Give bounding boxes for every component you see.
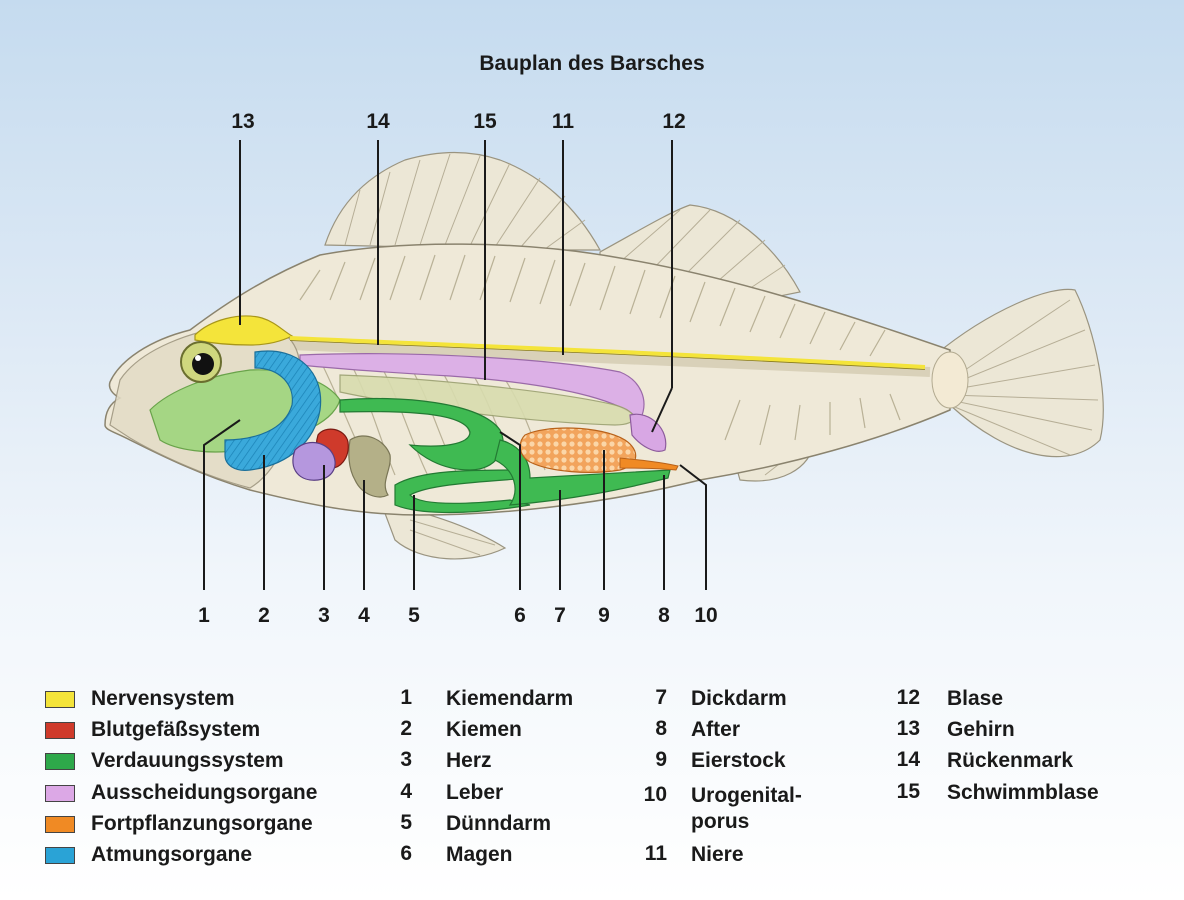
part-label: Gehirn bbox=[947, 718, 1015, 741]
part-num: 8 bbox=[655, 717, 667, 740]
part-label-continued: porus bbox=[691, 810, 750, 833]
callout-14: 14 bbox=[366, 110, 390, 133]
part-label: Urogenital- bbox=[691, 784, 802, 807]
heart-ventricle bbox=[292, 441, 336, 481]
part-label: Eierstock bbox=[691, 749, 786, 772]
liver bbox=[348, 435, 391, 498]
callout-9: 9 bbox=[598, 604, 610, 627]
part-label: Kiemendarm bbox=[446, 687, 574, 710]
part-label: Herz bbox=[446, 749, 492, 772]
oviduct bbox=[619, 457, 679, 471]
part-label: Magen bbox=[446, 843, 513, 866]
part-label: Schwimmblase bbox=[947, 781, 1099, 804]
part-num: 3 bbox=[400, 748, 412, 771]
ovary bbox=[519, 427, 637, 473]
swatch-ausscheidungsorgane bbox=[45, 784, 75, 802]
large-intestine bbox=[494, 439, 671, 506]
legend-label: Ausscheidungsorgane bbox=[91, 781, 318, 804]
part-label: After bbox=[691, 718, 741, 741]
part-label: Rückenmark bbox=[947, 749, 1074, 772]
legend-label: Fortpflanzungsorgane bbox=[91, 812, 313, 835]
perch-anatomy-diagram: 13 14 15 11 12 1 2 3 4 5 6 7 9 8 10 bbox=[104, 110, 1104, 627]
swatch-verdauungssystem bbox=[45, 752, 75, 770]
legend-item-nervensystem: Nervensystem bbox=[45, 685, 235, 713]
part-label: Dünndarm bbox=[446, 812, 551, 835]
spinal-cord bbox=[289, 336, 926, 369]
callout-10: 10 bbox=[694, 604, 717, 627]
part-num: 9 bbox=[655, 748, 667, 771]
legend-item-ausscheidungsorgane: Ausscheidungsorgane bbox=[45, 779, 317, 807]
legend-item-atmungsorgane: Atmungsorgane bbox=[45, 841, 252, 869]
part-num: 5 bbox=[400, 811, 412, 834]
part-num: 1 bbox=[400, 686, 412, 709]
part-num: 10 bbox=[643, 783, 667, 806]
part-num: 14 bbox=[896, 748, 920, 771]
callout-1: 1 bbox=[198, 604, 210, 627]
callout-2: 2 bbox=[258, 604, 270, 627]
part-num: 12 bbox=[896, 686, 920, 709]
leader-lines bbox=[203, 140, 707, 590]
swatch-fortpflanzungsorgane bbox=[45, 815, 75, 833]
legend-item-blutgefaesssystem: Blutgefäßsystem bbox=[45, 716, 260, 744]
part-num: 7 bbox=[655, 686, 667, 709]
tail-fin bbox=[934, 288, 1104, 458]
part-num: 13 bbox=[896, 717, 920, 740]
part-num: 11 bbox=[644, 842, 667, 865]
swatch-nervensystem bbox=[45, 690, 75, 708]
callout-15: 15 bbox=[473, 110, 497, 133]
callout-5: 5 bbox=[408, 604, 420, 627]
legend-label: Verdauungssystem bbox=[91, 749, 284, 772]
callout-8: 8 bbox=[658, 604, 670, 627]
legend-item-verdauungssystem: Verdauungssystem bbox=[45, 747, 284, 775]
callout-4: 4 bbox=[358, 604, 370, 627]
callout-3: 3 bbox=[318, 604, 330, 627]
legend-label: Nervensystem bbox=[91, 687, 235, 710]
gills bbox=[224, 350, 322, 471]
swatch-blutgefaesssystem bbox=[45, 721, 75, 739]
callout-6: 6 bbox=[514, 604, 526, 627]
part-label: Leber bbox=[446, 781, 504, 804]
part-num: 15 bbox=[896, 780, 920, 803]
legend-label: Blutgefäßsystem bbox=[91, 718, 261, 741]
part-num: 6 bbox=[400, 842, 412, 865]
diagram-title: Bauplan des Barsches bbox=[479, 52, 705, 75]
callout-12: 12 bbox=[662, 110, 685, 133]
part-num: 2 bbox=[400, 717, 412, 740]
small-intestine bbox=[394, 469, 532, 514]
caudal-base bbox=[931, 351, 969, 409]
legend-item-fortpflanzungsorgane: Fortpflanzungsorgane bbox=[45, 810, 313, 838]
part-num: 4 bbox=[400, 780, 412, 803]
fin-rays bbox=[344, 153, 1099, 556]
swatch-atmungsorgane bbox=[45, 846, 75, 864]
stomach bbox=[339, 397, 504, 471]
part-label: Kiemen bbox=[446, 718, 522, 741]
callout-13: 13 bbox=[231, 110, 254, 133]
spinal-column bbox=[289, 340, 931, 377]
part-label: Niere bbox=[691, 843, 744, 866]
part-label: Dickdarm bbox=[691, 687, 787, 710]
legend-label: Atmungsorgane bbox=[91, 843, 253, 866]
callout-7: 7 bbox=[554, 604, 566, 627]
callout-11: 11 bbox=[552, 110, 575, 133]
part-label: Blase bbox=[947, 687, 1004, 710]
brain bbox=[194, 315, 294, 346]
